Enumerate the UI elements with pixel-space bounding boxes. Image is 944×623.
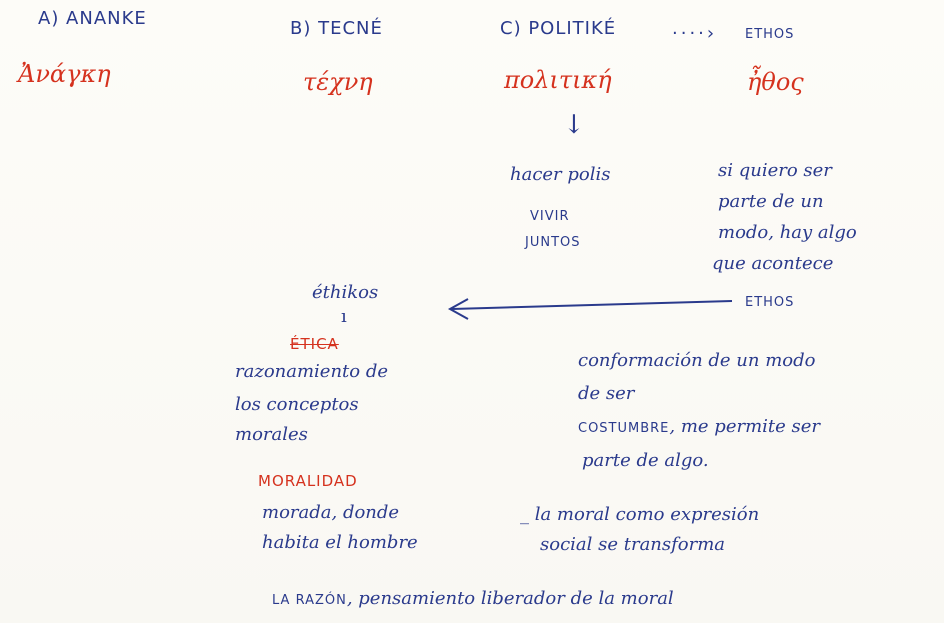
moral-note-line1: _ la moral como expresión <box>520 504 760 525</box>
moralidad-line1: morada, donde <box>262 502 400 523</box>
heading-ananke: A) ANANKE <box>38 8 147 29</box>
costumbre-rest: , me permite ser <box>669 416 820 437</box>
footer-line: LA RAZÓN, pensamiento liberador de la mo… <box>272 590 674 608</box>
note-vivir: VIVIR <box>530 209 570 224</box>
note-juntos: JUNTOS <box>525 235 581 250</box>
conformacion-line2: de ser <box>578 383 635 404</box>
footer-rest: , pensamiento liberador de la moral <box>346 588 674 609</box>
etica-line1: razonamiento de <box>235 361 389 382</box>
ethos-note-line3: modo, hay algo <box>718 222 857 243</box>
moral-note-line2: social se transforma <box>540 534 726 555</box>
moralidad-line2: habita el hombre <box>262 532 418 553</box>
ethos-note-line2: parte de un <box>718 191 824 212</box>
etica-line3: morales <box>235 424 308 445</box>
heading-dots: ····› <box>672 23 718 44</box>
ethos-note-line4: que acontece <box>712 253 834 274</box>
conformacion-line1: conformación de un modo <box>578 350 816 371</box>
down-arrow-icon: ↓ <box>563 110 585 140</box>
ethos-note-line1: si quiero ser <box>718 160 832 181</box>
ethos-label: ETHOS <box>745 295 795 310</box>
note-hacer-polis: hacer polis <box>510 164 611 185</box>
conformacion-line4: parte de algo. <box>582 450 709 471</box>
ethikos-connector: ı <box>341 306 347 327</box>
conformacion-line3: COSTUMBRE, me permite ser <box>578 418 820 436</box>
etica-line2: los conceptos <box>235 394 359 415</box>
costumbre-word: COSTUMBRE <box>578 421 670 436</box>
greek-politike: πολιτική <box>504 66 612 94</box>
greek-tecne: τέχνη <box>303 68 373 96</box>
heading-politike: C) POLITIKÉ <box>500 18 617 39</box>
greek-ananke: Ἀνάγκη <box>18 60 111 88</box>
footer-caps: LA RAZÓN <box>272 593 347 608</box>
heading-tecne: B) TECNÉ <box>290 18 383 39</box>
etica-heading: ÉTICA <box>290 335 339 353</box>
greek-ethos: ἦθος <box>747 68 804 96</box>
ethikos-word: éthikos <box>312 282 379 303</box>
heading-ethos: ETHOS <box>745 27 795 42</box>
moralidad-heading: MORALIDAD <box>258 472 358 490</box>
